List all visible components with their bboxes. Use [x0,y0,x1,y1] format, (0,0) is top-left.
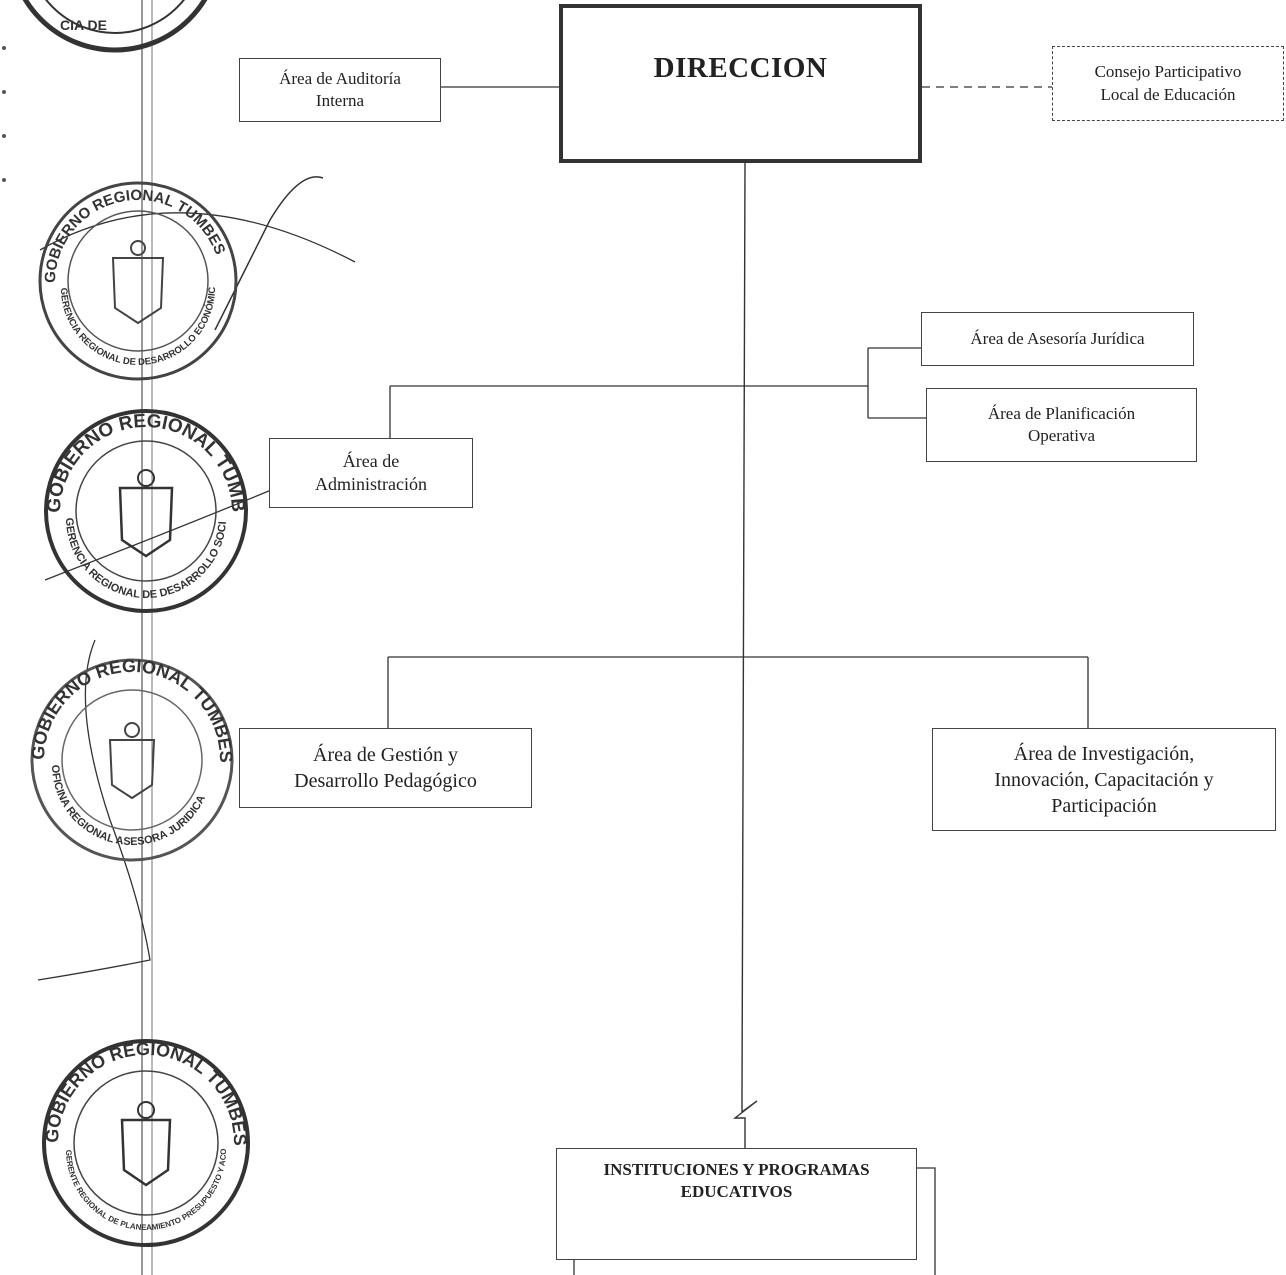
research-label-line2: Innovación, Capacitación y [994,768,1214,791]
connector-break [732,1093,758,1148]
administration-label-line2: Administración [315,474,427,494]
planning-label-line2: Operativa [1027,426,1096,445]
signature-stroke [39,212,356,263]
director-label: DIRECCION [653,52,828,84]
top-stamp-image: CIA DE [22,0,208,53]
institutions-box: INSTITUCIONES Y PROGRAMAS EDUCATIVOS [556,1148,917,1260]
council-box: Consejo Participativo Local de Educación [1052,46,1284,121]
stack-edge [917,1167,936,1275]
council-label-line2: Local de Educación [1100,84,1236,104]
pedagogic-label-line1: Área de Gestión y [313,744,458,766]
legal-box: Área de Asesoría Jurídica [921,312,1194,366]
research-label-line1: Área de Investigación, [1013,742,1195,765]
institutions-label-line2: EDUCATIVOS [680,1182,793,1202]
administration-box: Área de Administración [269,438,473,508]
svg-text:GOBIERNO REGIONAL TUMBES: GOBIERNO REGIONAL TUMBES [38,408,248,514]
planning-box: Área de Planificación Operativa [926,388,1197,462]
stamp-image: GOBIERNO REGIONAL TUMBES GERENCIA REGION… [38,408,248,613]
legal-label: Área de Asesoría Jurídica [970,328,1145,348]
institutions-label-line1: INSTITUCIONES Y PROGRAMAS [603,1160,870,1179]
director-box: DIRECCION [559,4,922,163]
administration-label-line1: Área de [342,450,400,471]
svg-text:GOBIERNO REGIONAL TUMBES: GOBIERNO REGIONAL TUMBES [42,1039,250,1146]
stamp-image: GOBIERNO REGIONAL TUMBES OFICINA REGIONA… [28,656,236,862]
stamp-image: GOBIERNO REGIONAL TUMBES GERENTE REGIONA… [38,1038,250,1247]
connector [741,162,746,1094]
audit-label-line2: Interna [315,91,365,110]
signature-stroke [214,176,324,331]
planning-label-line1: Área de Planificación [987,403,1136,423]
svg-text:GOBIERNO REGIONAL TUMBES: GOBIERNO REGIONAL TUMBES [28,656,236,763]
stamp-image: GOBIERNO REGIONAL TUMBES GERENCIA REGION… [33,178,238,381]
pedagogic-label-line2: Desarrollo Pedagógico [294,770,477,792]
pedagogic-box: Área de Gestión y Desarrollo Pedagógico [239,728,532,808]
svg-text:CIA DE: CIA DE [60,17,107,33]
research-box: Área de Investigación, Innovación, Capac… [932,728,1276,831]
svg-text:GOBIERNO REGIONAL TUMBES: GOBIERNO REGIONAL TUMBES [42,187,229,283]
council-label-line1: Consejo Participativo [1094,62,1242,82]
audit-box: Área de Auditoría Interna [239,58,441,122]
audit-label-line1: Área de Auditoría [279,68,401,88]
research-label-line3: Participación [1051,794,1157,817]
